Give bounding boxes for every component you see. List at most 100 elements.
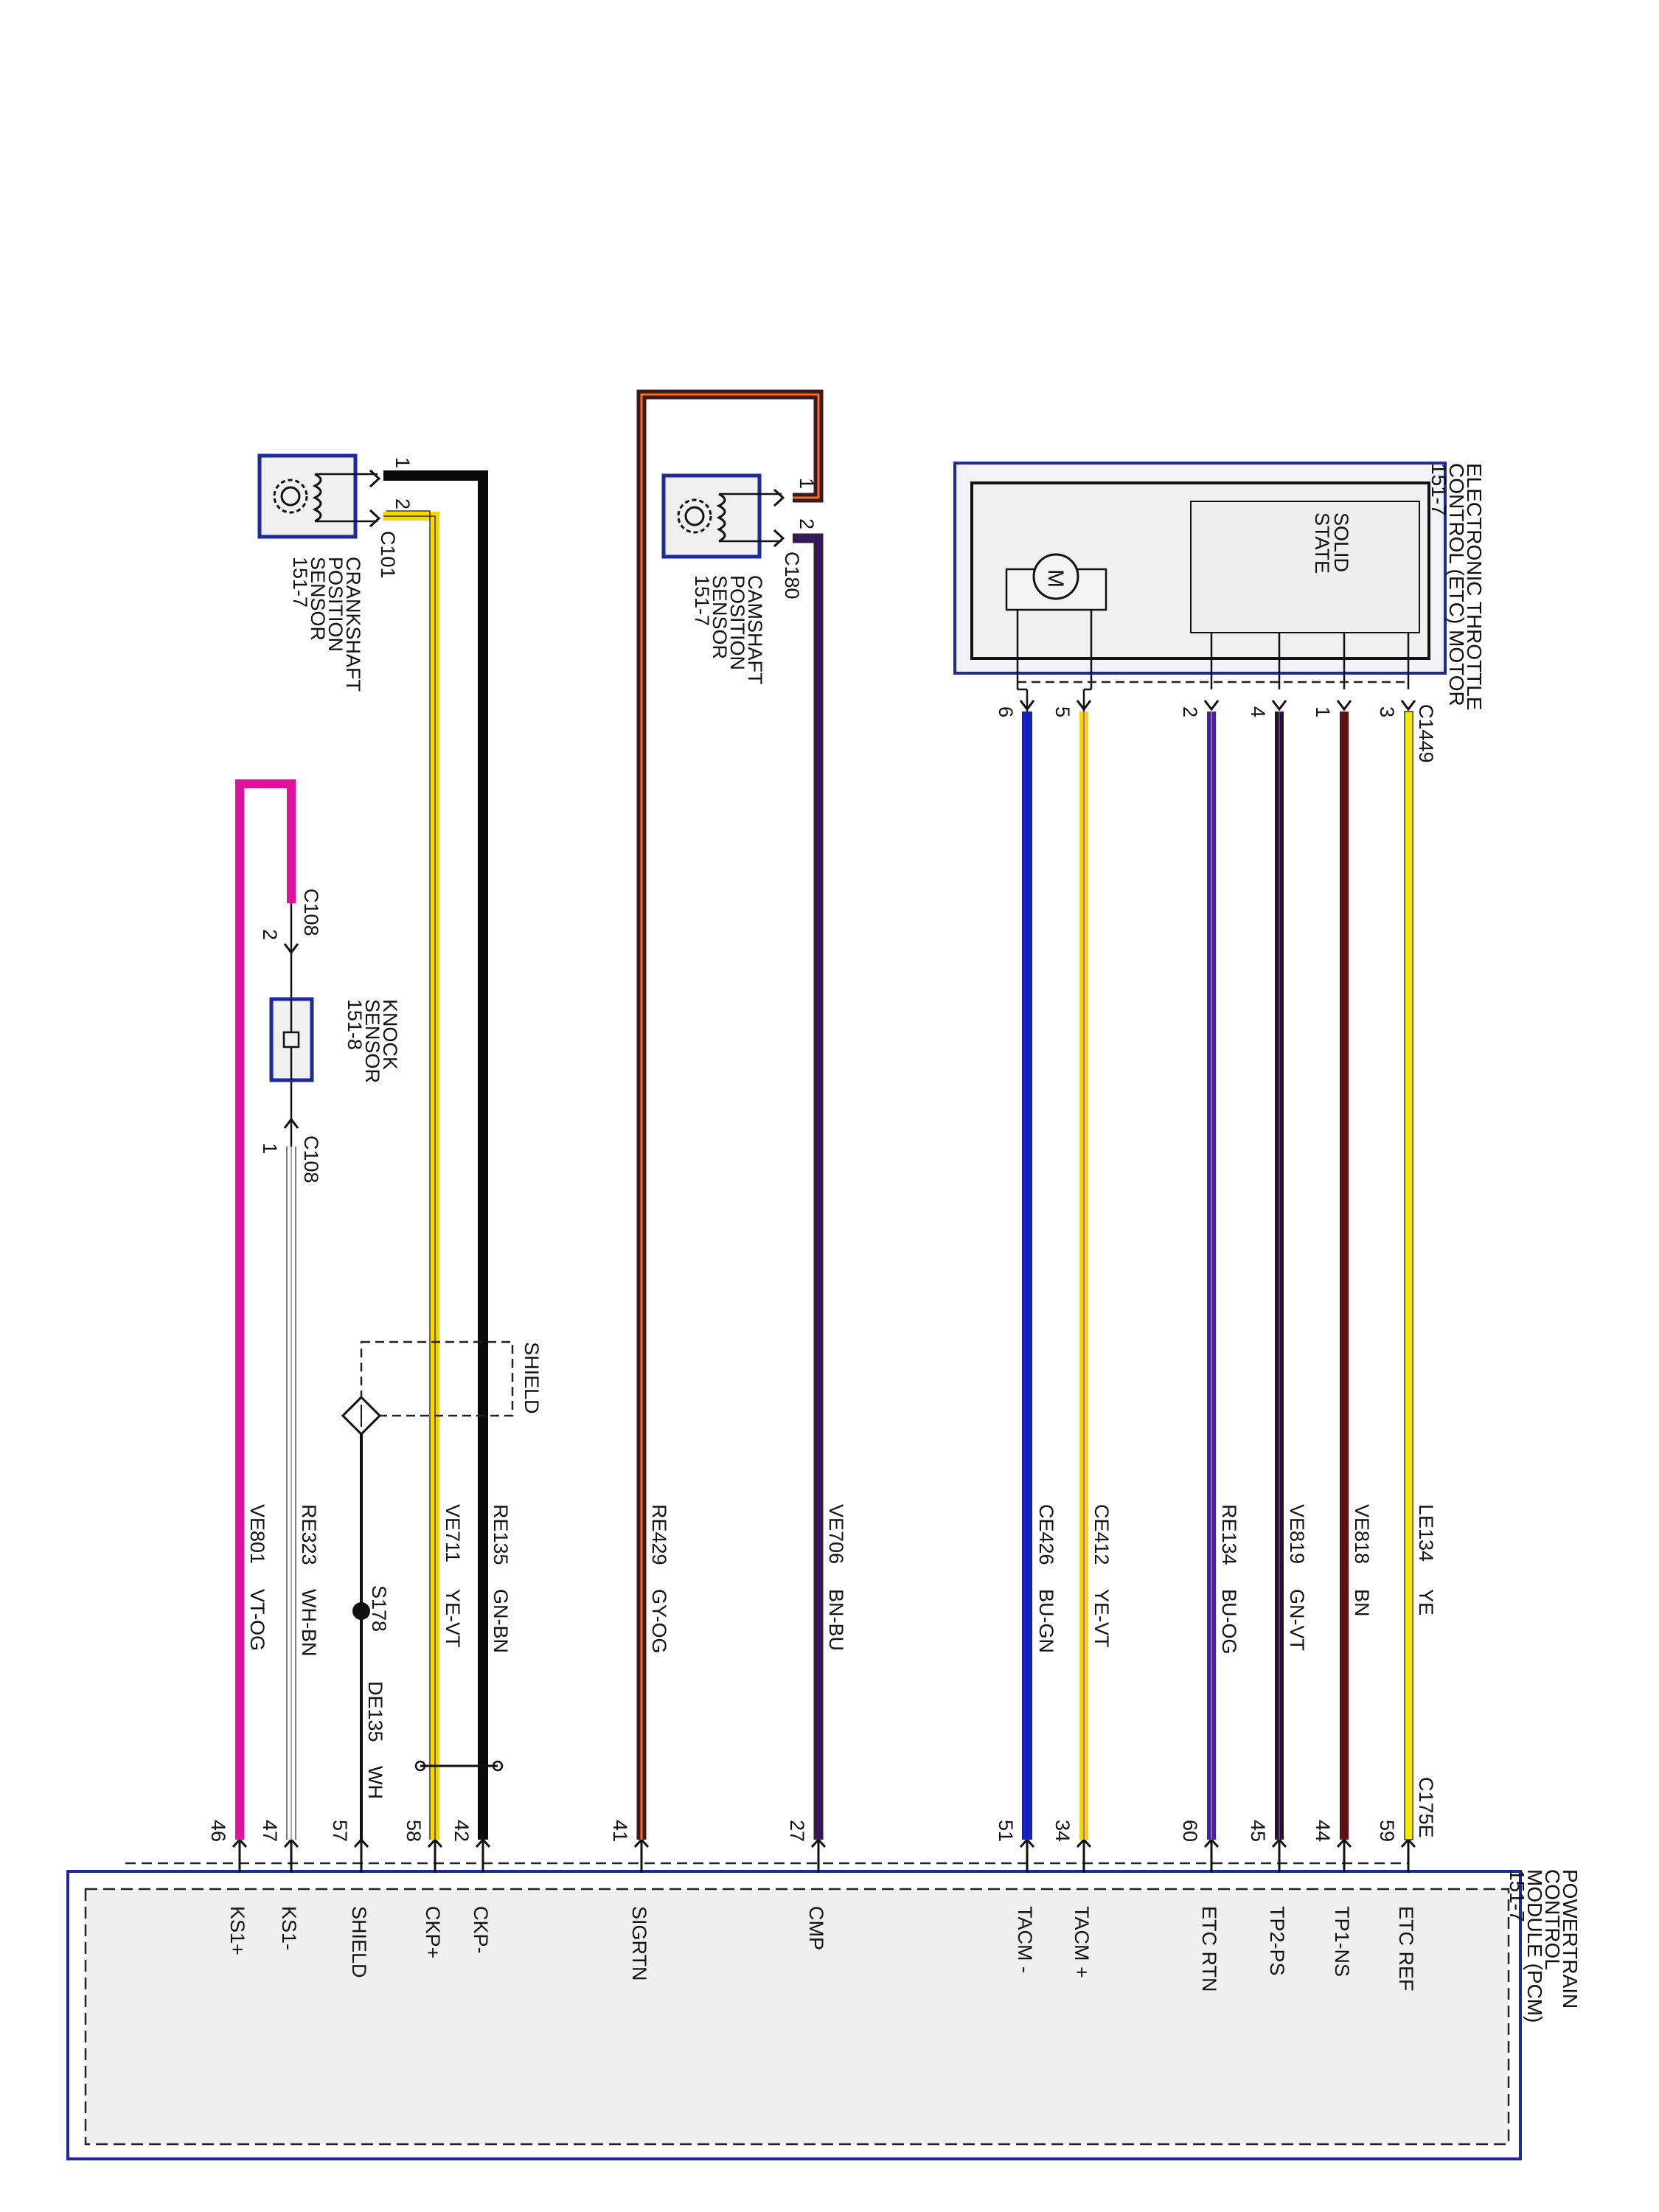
wire-circuit-label: CE412 bbox=[1091, 1504, 1113, 1565]
pcm-pin-label: CMP bbox=[805, 1906, 827, 1950]
wire-color-label: BN bbox=[1351, 1589, 1373, 1617]
solid-state-block bbox=[1190, 501, 1420, 633]
wire-circuit-label: VE801 bbox=[246, 1504, 268, 1564]
pcm-pin-ckp-plus: 58 CKP+ bbox=[403, 1820, 444, 1958]
shield-label: SHIELD bbox=[521, 1342, 543, 1414]
crankshaft-title-line-2: POSITION bbox=[324, 557, 347, 652]
wire-color-label: GY-OG bbox=[648, 1589, 670, 1654]
crankshaft-title-line-3: SENSOR bbox=[307, 557, 329, 641]
wire-circuit-label: RE323 bbox=[298, 1504, 320, 1565]
etc-pin-number: 3 bbox=[1376, 706, 1398, 717]
pcm-pin-number: 44 bbox=[1312, 1820, 1334, 1842]
pcm-pin-tp1-ns: 44 TP1-NS bbox=[1312, 1820, 1353, 1977]
etc-title-line-3: 151-7 bbox=[1427, 463, 1450, 516]
knock-connector-bottom-label: C108 bbox=[300, 1135, 322, 1183]
wire-color-label: VT-OG bbox=[246, 1589, 268, 1651]
pcm-module: POWERTRAIN CONTROL MODULE (PCM) 151-7 C1… bbox=[66, 1777, 1582, 2160]
wire-color-label: BN-BU bbox=[825, 1589, 847, 1651]
pcm-pin-etc-rtn: 60 ETC RTN bbox=[1179, 1820, 1220, 1992]
knock-title-line-2: SENSOR bbox=[361, 999, 383, 1083]
splice-label: S178 bbox=[368, 1585, 390, 1632]
wire-circuit-label: RE429 bbox=[648, 1504, 670, 1565]
etc-title-line-2: CONTROL (ETC) MOTOR bbox=[1445, 463, 1468, 706]
pcm-pin-number: 46 bbox=[207, 1820, 229, 1842]
crankshaft-sensor: 1 2 C101 CRANKSHAFT POSITION SENSOR 151-… bbox=[257, 453, 414, 692]
wire-color-label: GN-BN bbox=[490, 1589, 512, 1653]
pcm-pin-label: CKP- bbox=[470, 1906, 492, 1954]
pcm-pin-label: SIGRTN bbox=[628, 1906, 650, 1981]
knock-sensor: C108 2 C108 1 KNOCK SENSOR 151-8 bbox=[259, 888, 401, 1183]
pcm-title-line-1: POWERTRAIN bbox=[1559, 1869, 1582, 2008]
wire-ve818 bbox=[1340, 712, 1349, 1840]
crankshaft-pin-number: 2 bbox=[392, 498, 414, 509]
gear-icon bbox=[273, 479, 308, 514]
pcm-pin-tacm-plus: 34 TACM + bbox=[1051, 1820, 1093, 1978]
pcm-pin-ks1-plus: 46 KS1+ bbox=[207, 1820, 248, 1955]
pcm-pin-number: 51 bbox=[995, 1820, 1017, 1842]
crankshaft-title-line-4: 151-7 bbox=[289, 557, 311, 608]
pcm-pin-shield: 57 SHIELD bbox=[329, 1820, 370, 1978]
etc-title-line-1: ELECTRONIC THROTTLE bbox=[1463, 463, 1486, 711]
pcm-pin-number: 45 bbox=[1247, 1820, 1269, 1842]
wire-color-label: YE-VT bbox=[442, 1589, 464, 1648]
pcm-pin-number: 42 bbox=[451, 1820, 473, 1842]
camshaft-title-line-3: SENSOR bbox=[709, 575, 731, 659]
etc-pin-number: 1 bbox=[1312, 706, 1334, 717]
coil-icon bbox=[716, 493, 782, 543]
wire-color-label: BU-GN bbox=[1035, 1589, 1057, 1653]
wire-circuit-label: VE711 bbox=[442, 1504, 464, 1562]
wires bbox=[235, 389, 1413, 1840]
pcm-title-line-4: 151-7 bbox=[1506, 1869, 1528, 1922]
camshaft-title-line-1: CAMSHAFT bbox=[744, 575, 766, 685]
pcm-pin-number: 59 bbox=[1376, 1820, 1398, 1842]
pcm-pin-label: KS1- bbox=[278, 1906, 300, 1950]
pcm-pin-ks1-minus: 47 KS1- bbox=[259, 1820, 300, 1950]
wire-circuit-label: RE134 bbox=[1218, 1504, 1240, 1565]
knock-pin-top: 2 bbox=[259, 929, 281, 940]
knock-connector-top-label: C108 bbox=[300, 888, 322, 936]
pcm-pin-label: KS1+ bbox=[226, 1906, 248, 1955]
etc-motor: SOLID STATE M ELECTRONIC THROTTLE CONTRO… bbox=[953, 462, 1486, 763]
pcm-pin-sigrtn: 41 SIGRTN bbox=[609, 1820, 650, 1981]
wire-color-label: YE bbox=[1415, 1589, 1437, 1615]
camshaft-pin-number: 1 bbox=[796, 478, 818, 489]
pcm-pin-number: 34 bbox=[1051, 1820, 1074, 1842]
wire-ve706 bbox=[793, 533, 824, 1840]
crankshaft-title-line-1: CRANKSHAFT bbox=[342, 557, 364, 692]
wire-circuit-label: VE819 bbox=[1286, 1504, 1308, 1564]
motor-symbol: M bbox=[1005, 553, 1107, 689]
shield-dashed-box bbox=[360, 1340, 514, 1417]
shield-drain-color: WH bbox=[364, 1766, 386, 1799]
coil-icon bbox=[312, 473, 378, 523]
wire-ce426 bbox=[1022, 712, 1032, 1840]
pcm-pin-number: 27 bbox=[786, 1820, 808, 1842]
pcm-pin-label: ETC RTN bbox=[1198, 1906, 1220, 1992]
crankshaft-connector-label: C101 bbox=[377, 531, 399, 579]
shield-drain-circuit: DE135 bbox=[364, 1681, 386, 1742]
solid-state-label-2: STATE bbox=[1311, 512, 1333, 574]
crankshaft-pin-number: 1 bbox=[392, 457, 414, 468]
pcm-connector-label: C175E bbox=[1415, 1777, 1437, 1838]
solid-state-label-1: SOLID bbox=[1330, 512, 1352, 572]
wire-le134 bbox=[1404, 711, 1413, 1840]
motor-m-label: M bbox=[1043, 569, 1068, 588]
piezo-icon bbox=[282, 999, 300, 1080]
etc-pin-number: 5 bbox=[1051, 706, 1074, 717]
pcm-pin-label: TACM + bbox=[1071, 1906, 1093, 1978]
wire-circuit-label: LE134 bbox=[1415, 1504, 1437, 1562]
pcm-title-line-3: MODULE (PCM) bbox=[1523, 1869, 1546, 2023]
pcm-pin-tacm-minus: 51 TACM - bbox=[995, 1820, 1036, 1973]
wire-ve801 bbox=[235, 779, 296, 1840]
camshaft-connector-label: C180 bbox=[781, 552, 803, 599]
pcm-pin-label: TP2-PS bbox=[1266, 1906, 1288, 1976]
pcm-pin-label: ETC REF bbox=[1395, 1906, 1417, 1992]
pcm-pin-number: 47 bbox=[259, 1820, 281, 1842]
wire-re135 bbox=[383, 470, 488, 1840]
pcm-title-line-2: CONTROL bbox=[1541, 1869, 1564, 1970]
camshaft-pin-number: 2 bbox=[796, 518, 818, 529]
etc-connector-label: C1449 bbox=[1415, 704, 1437, 763]
camshaft-title-line-2: POSITION bbox=[726, 575, 748, 670]
etc-connector-pins: 3 1 4 2 5 6 bbox=[995, 688, 1416, 717]
